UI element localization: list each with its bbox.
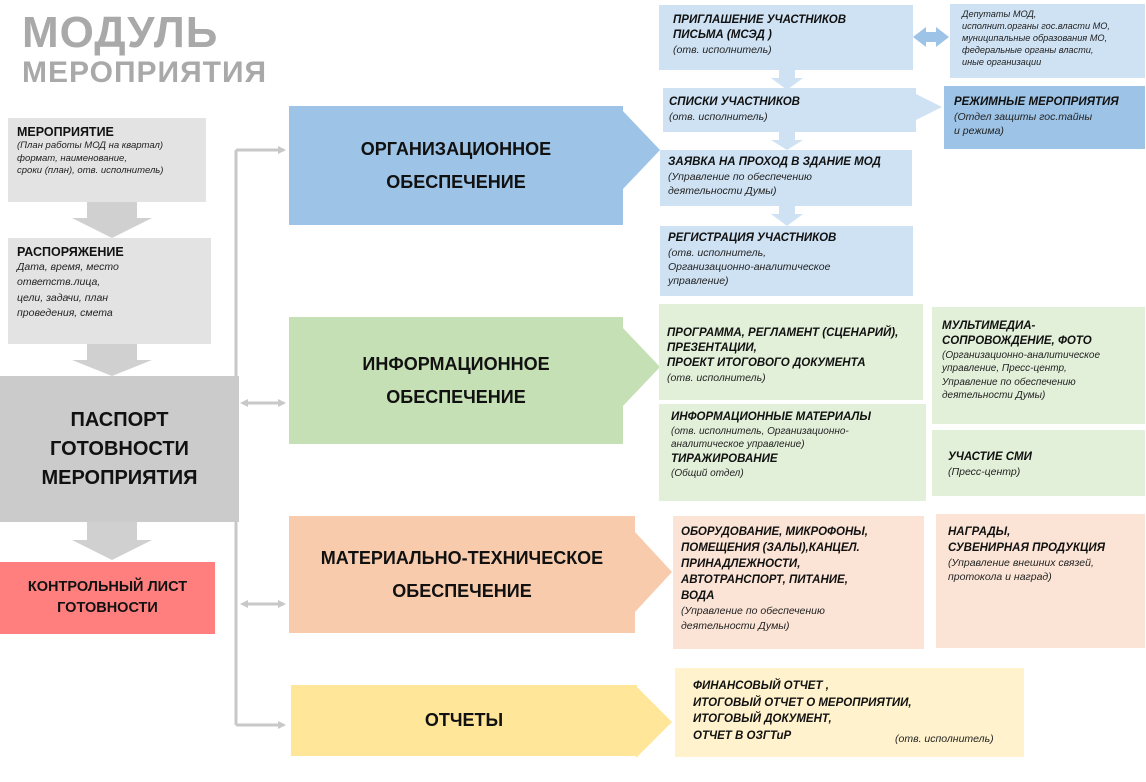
event-text: (План работы МОД на квартал) формат, наи…	[17, 140, 164, 176]
event-box: МЕРОПРИЯТИЕ (План работы МОД на квартал)…	[8, 118, 206, 202]
arrow-info	[622, 327, 660, 407]
registration-title: РЕГИСТРАЦИЯ УЧАСТНИКОВ	[668, 232, 837, 244]
pass-title: ЗАЯВКА НА ПРОХОД В ЗДАНИЕ МОД	[668, 156, 881, 168]
media-title: УЧАСТИЕ СМИ	[948, 451, 1032, 463]
materials-title2: ТИРАЖИРОВАНИЕ	[671, 452, 778, 465]
security-sub: (Отдел защиты гос.тайны и режима)	[954, 110, 1093, 138]
equipment-box: ОБОРУДОВАНИЕ, МИКРОФОНЫ, ПОМЕЩЕНИЯ (ЗАЛЫ…	[673, 516, 924, 649]
order-title: РАСПОРЯЖЕНИЕ	[17, 245, 124, 259]
materials-title: ИНФОРМАЦИОННЫЕ МАТЕРИАЛЫ	[671, 411, 871, 423]
invite-title: ПРИГЛАШЕНИЕ УЧАСТНИКОВ ПИСЬМА (МСЭД )	[673, 14, 846, 41]
materials-box: ИНФОРМАЦИОННЫЕ МАТЕРИАЛЫ (отв. исполните…	[659, 404, 926, 501]
lists-sub: (отв. исполнитель)	[669, 110, 768, 123]
down-arrow-passport	[72, 522, 152, 560]
passport-box: ПАСПОРТ ГОТОВНОСТИ МЕРОПРИЯТИЯ	[0, 376, 239, 522]
registration-box: РЕГИСТРАЦИЯ УЧАСТНИКОВ (отв. исполнитель…	[660, 226, 913, 296]
security-title: РЕЖИМНЫЕ МЕРОПРИЯТИЯ	[954, 96, 1119, 108]
section-reports: ОТЧЕТЫ	[291, 685, 637, 756]
arrow-reports	[636, 686, 672, 758]
order-text: Дата, время, место ответств.лица, цели, …	[17, 261, 119, 319]
media-box: УЧАСТИЕ СМИ (Пресс-центр)	[932, 430, 1145, 496]
module-title: МОДУЛЬ	[22, 8, 219, 57]
lists-title: СПИСКИ УЧАСТНИКОВ	[669, 96, 800, 108]
invite-sub: (отв. исполнитель)	[673, 43, 772, 56]
checklist-box: КОНТРОЛЬНЫЙ ЛИСТ ГОТОВНОСТИ	[0, 562, 215, 634]
awards-title: НАГРАДЫ, СУВЕНИРНАЯ ПРОДУКЦИЯ	[948, 526, 1106, 555]
down-arrow-lists	[771, 132, 803, 150]
equipment-title: ОБОРУДОВАНИЕ, МИКРОФОНЫ, ПОМЕЩЕНИЯ (ЗАЛЫ…	[681, 526, 868, 603]
arrow-org	[622, 110, 660, 190]
down-arrow-event	[72, 202, 152, 238]
multimedia-title: МУЛЬТИМЕДИА- СОПРОВОЖДЕНИЕ, ФОТО	[942, 320, 1092, 347]
reports-box: ФИНАНСОВЫЙ ОТЧЕТ , ИТОГОВЫЙ ОТЧЕТ О МЕРО…	[675, 668, 1024, 757]
program-title: ПРОГРАММА, РЕГЛАМЕНТ (СЦЕНАРИЙ), ПРЕЗЕНТ…	[667, 327, 899, 369]
module-subtitle: МЕРОПРИЯТИЯ	[22, 56, 268, 89]
down-arrow-invite	[771, 70, 803, 90]
down-arrow-order	[72, 344, 152, 376]
lists-box: СПИСКИ УЧАСТНИКОВ (отв. исполнитель)	[663, 88, 916, 132]
recipients-text: Депутаты МОД, исполнит.органы гос.власти…	[962, 9, 1110, 67]
pass-box: ЗАЯВКА НА ПРОХОД В ЗДАНИЕ МОД (Управлени…	[660, 150, 912, 206]
pass-sub: (Управление по обеспечению деятельности …	[668, 170, 812, 198]
security-box: РЕЖИМНЫЕ МЕРОПРИЯТИЯ (Отдел защиты гос.т…	[944, 86, 1145, 149]
program-sub: (отв. исполнитель)	[667, 371, 766, 384]
double-arrow-invite	[913, 27, 949, 47]
awards-box: НАГРАДЫ, СУВЕНИРНАЯ ПРОДУКЦИЯ (Управлени…	[936, 514, 1145, 648]
materials-sub2: (Общий отдел)	[671, 467, 744, 479]
arrow-lists-security	[916, 94, 942, 120]
media-sub: (Пресс-центр)	[948, 465, 1021, 478]
materials-sub: (отв. исполнитель, Организационно- анали…	[671, 425, 849, 451]
equipment-sub: (Управление по обеспечению деятельности …	[681, 605, 825, 632]
registration-sub: (отв. исполнитель, Организационно-аналит…	[668, 246, 831, 288]
invite-box: ПРИГЛАШЕНИЕ УЧАСТНИКОВ ПИСЬМА (МСЭД ) (о…	[659, 5, 913, 70]
awards-sub: (Управление внешних связей, протокола и …	[948, 557, 1094, 584]
program-box: ПРОГРАММА, РЕГЛАМЕНТ (СЦЕНАРИЙ), ПРЕЗЕНТ…	[659, 304, 923, 400]
order-box: РАСПОРЯЖЕНИЕ Дата, время, место ответств…	[8, 238, 211, 344]
section-info: ИНФОРМАЦИОННОЕ ОБЕСПЕЧЕНИЕ	[289, 317, 623, 444]
section-org: ОРГАНИЗАЦИОННОЕ ОБЕСПЕЧЕНИЕ	[289, 106, 623, 225]
recipients-box: Депутаты МОД, исполнит.органы гос.власти…	[950, 4, 1145, 78]
multimedia-box: МУЛЬТИМЕДИА- СОПРОВОЖДЕНИЕ, ФОТО (Органи…	[932, 307, 1145, 424]
multimedia-sub: (Организационно-аналитическое управление…	[942, 349, 1101, 402]
event-title: МЕРОПРИЯТИЕ	[17, 125, 114, 139]
down-arrow-pass	[771, 206, 803, 226]
reports-title: ФИНАНСОВЫЙ ОТЧЕТ , ИТОГОВЫЙ ОТЧЕТ О МЕРО…	[693, 680, 912, 743]
reports-sub: (отв. исполнитель)	[895, 733, 994, 745]
section-mat: МАТЕРИАЛЬНО-ТЕХНИЧЕСКОЕ ОБЕСПЕЧЕНИЕ	[289, 516, 635, 633]
arrow-mat	[635, 532, 672, 612]
